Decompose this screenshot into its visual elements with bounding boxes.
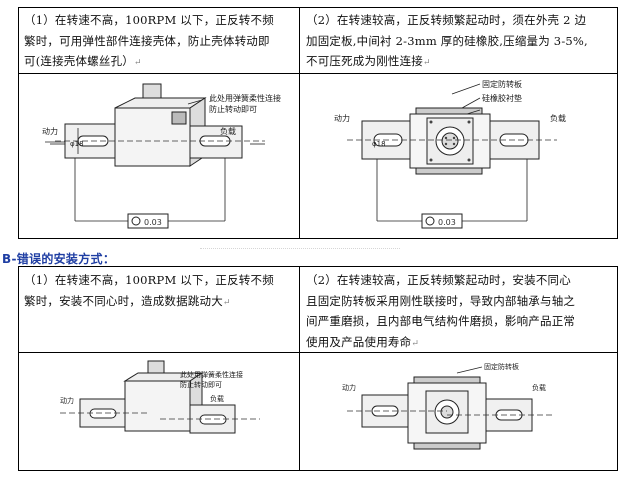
bottom-table-border-right xyxy=(617,266,618,471)
section-heading: B-错误的安装方式： xyxy=(2,252,116,266)
load-label: 负载 xyxy=(210,394,224,403)
faint-watermark-line xyxy=(200,238,400,249)
spring-note-1: 此处用弹簧柔性连接 xyxy=(180,370,243,379)
top-right-text: （2）在转速较高，正反转频繁起动时，须在外壳 2 边 加固定板,中间衬 2-3m… xyxy=(306,10,616,74)
figure-rigid-plate-mount: 固定防转板 动力 负载 xyxy=(342,362,552,450)
figure-misaligned-mount: 此处用弹簧柔性连接 防止转动即可 动力 负载 xyxy=(60,360,260,434)
dimension-label: φ18 xyxy=(372,140,386,148)
top-table-border-mid xyxy=(18,73,618,74)
spring-note-1: 此处用弹簧柔性连接 xyxy=(209,93,281,103)
text-line: 繁时，安装不同心时，造成数据跳动大↵ xyxy=(24,293,231,308)
power-label: 动力 xyxy=(342,383,356,392)
load-label: 负载 xyxy=(550,113,566,123)
bottom-left-text: （1）在转速不高，100RPM 以下，正反转不频 繁时，安装不同心时，造成数据跳… xyxy=(24,270,296,313)
text-line: （2）在转速较高，正反转频繁起动时，安装不同心 xyxy=(306,273,571,287)
top-table-border-top xyxy=(18,7,618,8)
text-line: （1）在转速不高，100RPM 以下，正反转不频 xyxy=(24,13,274,27)
top-table-border-left xyxy=(18,7,19,239)
text-line: 使用及产品使用寿命↵ xyxy=(306,334,420,349)
bottom-table-border-top xyxy=(18,266,618,267)
tolerance-label: 0.03 xyxy=(144,218,162,227)
bottom-table-border-left xyxy=(18,266,19,471)
bottom-table-border-center xyxy=(299,266,300,471)
text-line: 间严重磨损，且内部电气结构件磨损，影响产品正常 xyxy=(306,314,576,328)
top-table-border-bottom xyxy=(18,238,618,239)
power-label: 动力 xyxy=(334,113,350,123)
text-line: 可(连接壳体螺丝孔）↵ xyxy=(24,54,142,68)
spring-note-2: 防止转动即可 xyxy=(209,104,257,114)
text-line: 繁时，可用弹性部件连接壳体，防止壳体转动即 xyxy=(24,33,270,48)
power-label: 动力 xyxy=(42,126,58,136)
text-line: （2）在转速较高，正反转频繁起动时，须在外壳 2 边 xyxy=(306,13,587,27)
top-table-border-right xyxy=(617,7,618,239)
text-line: （1）在转速不高，100RPM 以下，正反转不频 xyxy=(24,273,274,287)
plate-label: 固定防转板 xyxy=(484,362,519,371)
figure-flexible-mount: 0.03 此处用弹簧柔性连接 防止转动即可 动力 负载 φ18 xyxy=(42,83,281,229)
spring-note-2: 防止转动即可 xyxy=(180,380,222,389)
load-label: 负载 xyxy=(220,126,236,136)
plate-label: 固定防转板 xyxy=(482,79,522,89)
tolerance-label: 0.03 xyxy=(438,218,456,227)
bottom-table-border-bottom xyxy=(18,470,618,471)
rubber-label: 硅橡胶衬垫 xyxy=(482,93,522,103)
load-label: 负载 xyxy=(532,383,546,392)
power-label: 动力 xyxy=(60,396,74,405)
bottom-table-border-mid xyxy=(18,352,618,353)
text-line: 且固定防转板采用刚性联接时，导致内部轴承与轴之 xyxy=(306,293,576,308)
dimension-label: φ18 xyxy=(70,140,84,148)
text-line: 不可压死成为刚性连接↵ xyxy=(306,54,431,68)
top-left-text: （1）在转速不高，100RPM 以下，正反转不频 繁时，可用弹性部件连接壳体，防… xyxy=(24,10,296,74)
bottom-right-text: （2）在转速较高，正反转频繁起动时，安装不同心 且固定防转板采用刚性联接时，导致… xyxy=(306,270,616,354)
figure-fixed-plate-mount: 0.03 固定防转板 硅橡胶衬垫 动力 负载 φ18 xyxy=(334,79,566,229)
text-line: 加固定板,中间衬 2-3mm 厚的硅橡胶,压缩量为 3-5%, xyxy=(306,33,588,48)
top-table-border-center xyxy=(299,7,300,239)
